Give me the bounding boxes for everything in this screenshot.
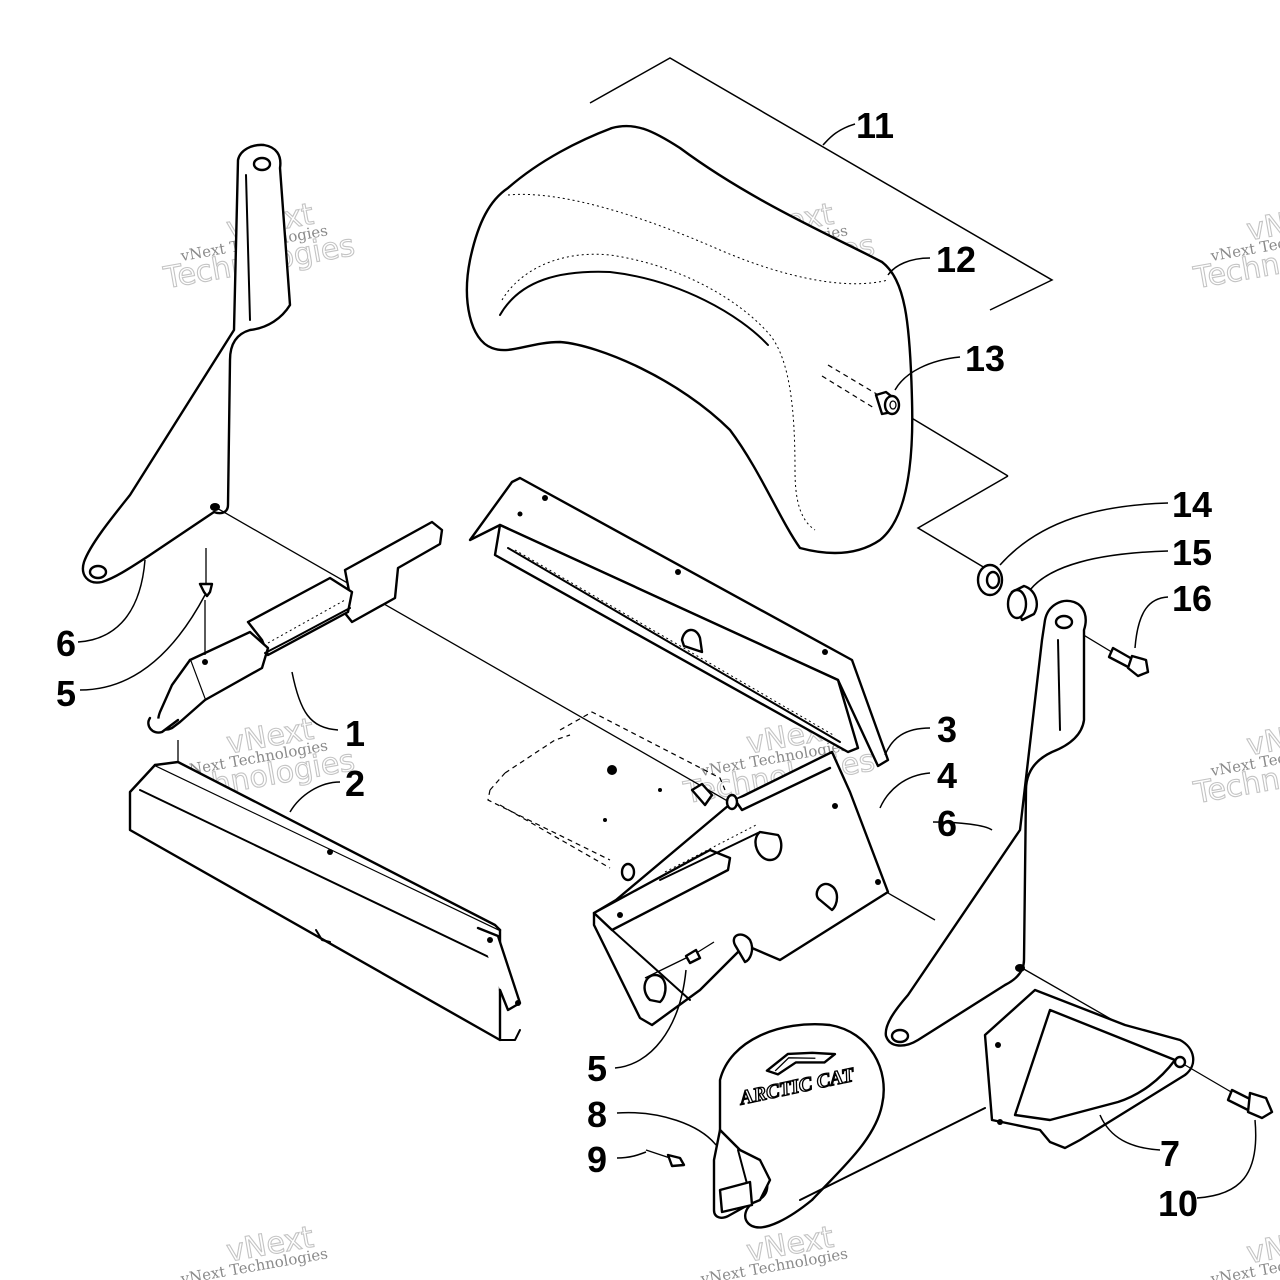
washer-14 [976, 563, 1004, 597]
callout-7: 7 [1160, 1133, 1180, 1174]
assembly-bracket-11 [589, 57, 1054, 311]
watermark-middle-right: vNext Technologies vNext Technologies [1190, 713, 1280, 812]
hinge-plate-4 [592, 750, 890, 1027]
seat-frame-rail-2 [128, 760, 522, 1042]
callout-3: 3 [937, 709, 957, 750]
assembly-bracket-lower [916, 475, 1009, 569]
callout-6-right: 6 [937, 803, 957, 844]
watermark-bottom-right: vNext vNext Technologies [1208, 1221, 1280, 1280]
callout-6-left: 6 [56, 623, 76, 664]
rivet-9 [645, 1149, 686, 1168]
watermark-bottom-left: vNext vNext Technologies [178, 1219, 329, 1280]
bolt-16 [1061, 621, 1150, 678]
grommet-13 [821, 364, 901, 416]
rivet-5-bottom [644, 941, 715, 979]
callout-5-left: 5 [56, 673, 76, 714]
callout-11: 11 [856, 105, 894, 146]
callout-4: 4 [937, 755, 957, 796]
callout-8: 8 [587, 1094, 607, 1135]
callout-5-bottom: 5 [587, 1048, 607, 1089]
bolt-10 [1184, 1064, 1274, 1120]
callout-9: 9 [587, 1139, 607, 1180]
rivet-5-top [198, 548, 214, 655]
leader-lines [77, 123, 1257, 1199]
watermark-top-right: vNext Technologies vNext Technologies [1190, 198, 1280, 297]
watermark-bottom-center: vNext vNext Technologies [698, 1219, 849, 1280]
callout-15: 15 [1172, 532, 1212, 573]
hinge-bracket-1 [147, 520, 444, 734]
support-arm-left [81, 143, 292, 584]
side-plate-7 [983, 988, 1195, 1150]
callout-labels: 11 12 13 14 15 16 6 5 1 2 3 4 6 5 8 9 7 … [56, 105, 1212, 1224]
backrest-cushion [465, 124, 914, 555]
seat-base-hidden [487, 711, 726, 869]
callout-1: 1 [345, 713, 365, 754]
callout-14: 14 [1172, 484, 1212, 525]
callout-13: 13 [965, 338, 1005, 379]
callout-16: 16 [1172, 578, 1212, 619]
callout-10: 10 [1158, 1183, 1198, 1224]
hinge-bracket-3 [468, 476, 890, 768]
spacer-15 [1006, 584, 1038, 622]
support-arm-right [884, 599, 1087, 1047]
callout-2: 2 [345, 763, 365, 804]
callout-12: 12 [936, 239, 976, 280]
side-cover-8: ARCTIC CAT [712, 1023, 986, 1229]
